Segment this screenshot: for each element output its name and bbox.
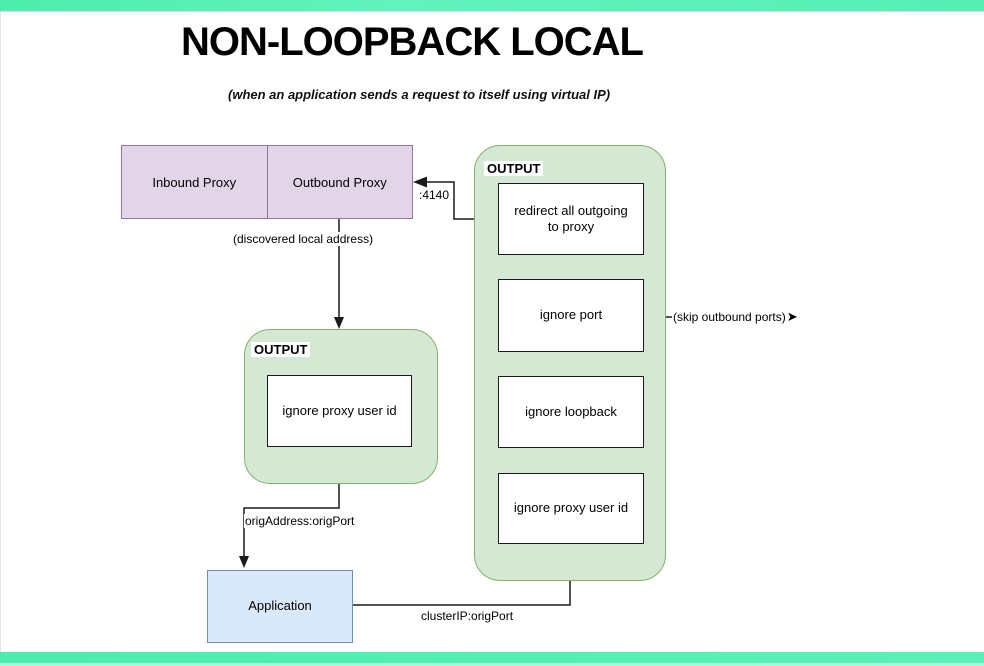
node-outbound-proxy: Outbound Proxy xyxy=(266,146,413,218)
page-subtitle: (when an application sends a request to … xyxy=(228,87,611,102)
output-group-left-label: OUTPUT xyxy=(251,342,311,357)
proxy-group: Inbound Proxy Outbound Proxy xyxy=(121,145,413,219)
bottom-accent-bar xyxy=(0,652,984,663)
node-application: Application xyxy=(207,570,353,643)
top-accent-bar xyxy=(0,0,984,11)
arrowhead-left xyxy=(413,176,427,188)
edge-label-discovered-local-address: (discovered local address) xyxy=(232,232,375,246)
node-redirect-all-outgoing: redirect all outgoing to proxy xyxy=(498,183,644,255)
node-ignore-port: ignore port xyxy=(498,279,644,352)
edge-label-clusterip-origport: clusterIP:origPort xyxy=(420,609,515,623)
diagram-canvas: NON-LOOPBACK LOCAL (when an application … xyxy=(0,11,984,652)
page-title: NON-LOOPBACK LOCAL xyxy=(181,20,644,64)
edge-label-origaddress-origport: origAddress:origPort xyxy=(244,514,356,528)
node-ignore-proxy-user-id-left: ignore proxy user id xyxy=(267,375,412,447)
edge-label-skip-outbound-ports: (skip outbound ports)➤ xyxy=(672,310,799,324)
node-ignore-loopback: ignore loopback xyxy=(498,376,644,448)
node-inbound-proxy: Inbound Proxy xyxy=(152,174,237,190)
bottom-accent-bar-light xyxy=(0,663,984,666)
output-group-right-label: OUTPUT xyxy=(484,161,544,176)
edge-label-4140: :4140 xyxy=(418,188,451,202)
arrow-right-icon: ➤ xyxy=(786,309,798,324)
edge-label-skip-text: (skip outbound ports) xyxy=(673,310,786,324)
arrowhead-down-1 xyxy=(334,317,344,329)
arrowhead-down-2 xyxy=(239,556,249,568)
node-ignore-proxy-user-id-right: ignore proxy user id xyxy=(498,473,644,544)
